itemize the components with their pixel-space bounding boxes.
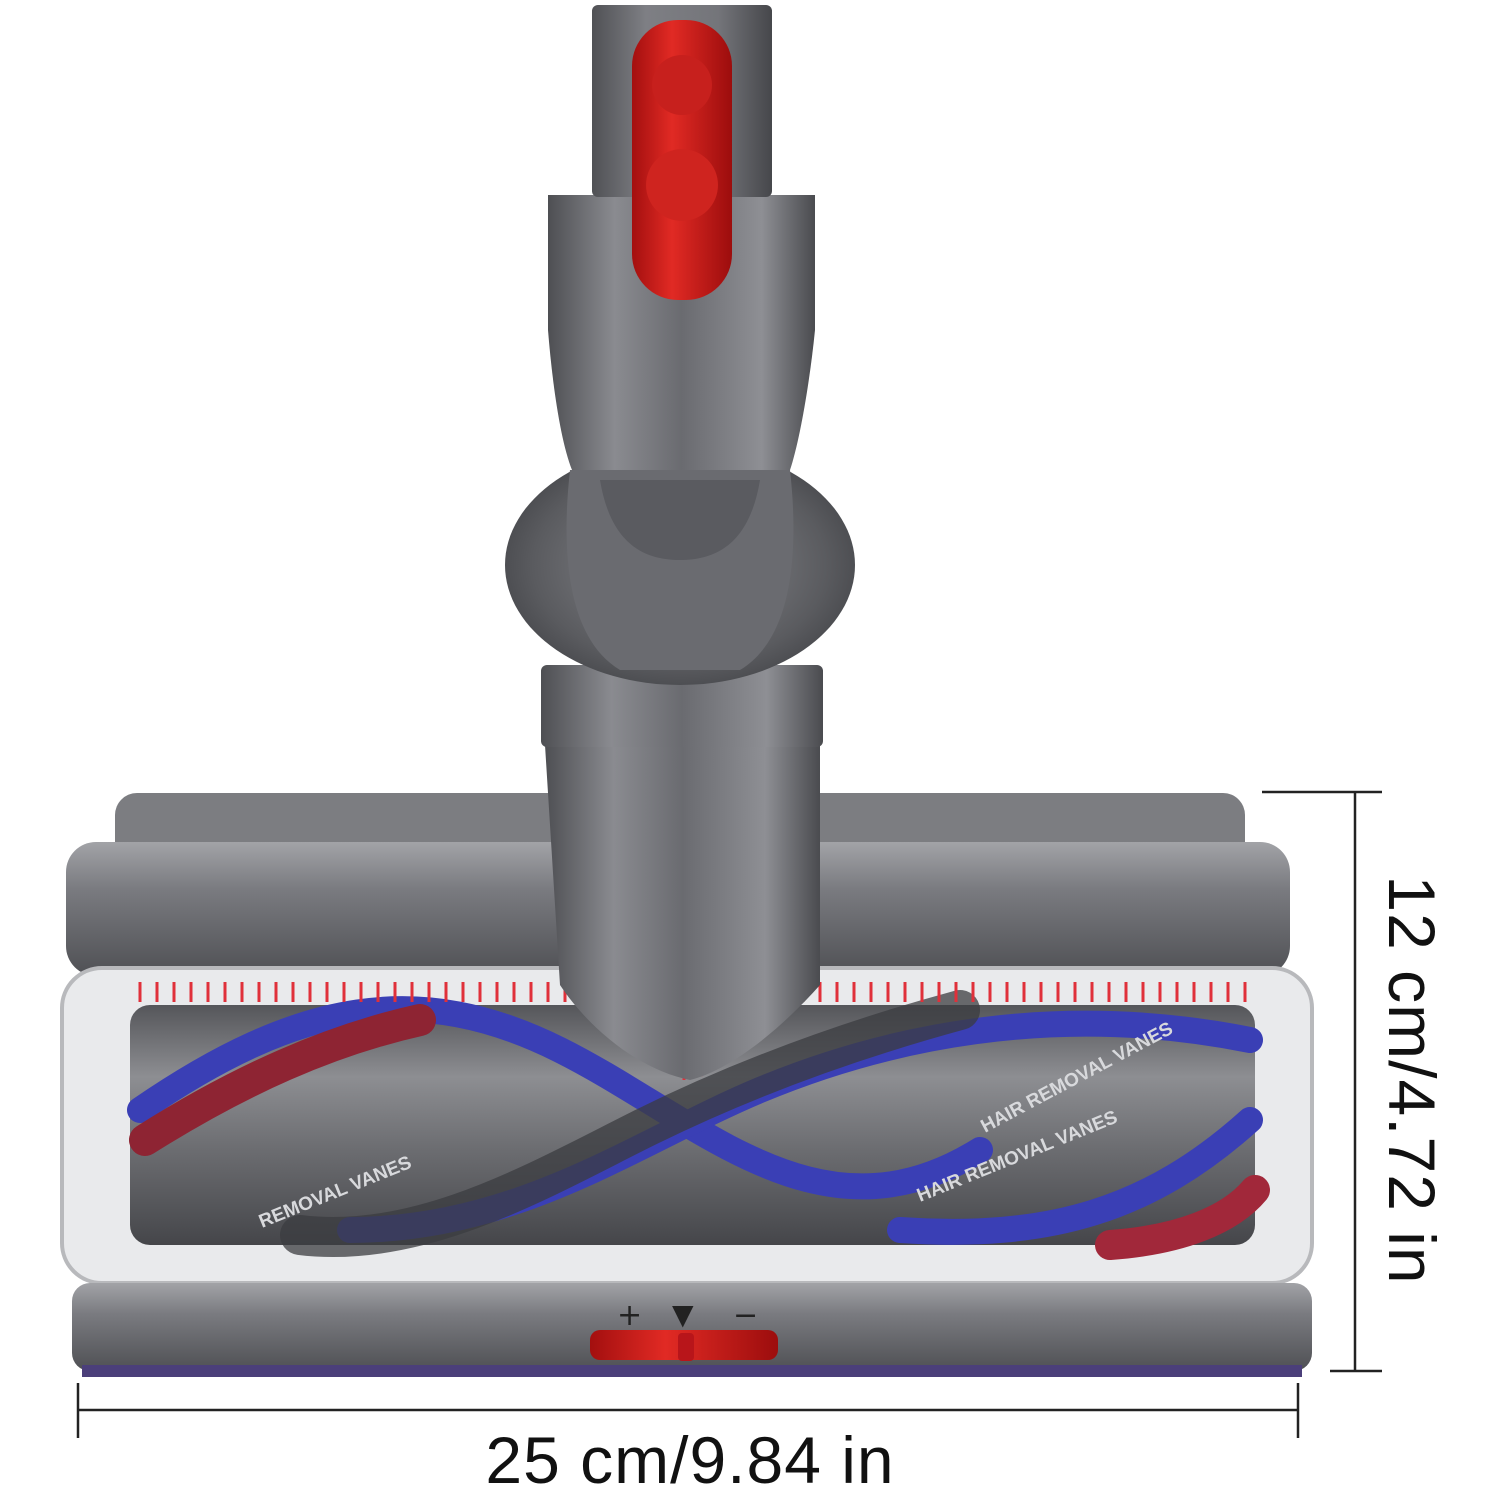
vanes — [127, 990, 1270, 1260]
felt-left — [129, 1004, 436, 1156]
adjuster-plus: + — [617, 1298, 642, 1333]
felt-right — [1095, 1175, 1270, 1260]
release-button-dimple-2 — [646, 149, 718, 221]
release-button-dimple — [652, 55, 712, 115]
joint-socket — [600, 480, 760, 560]
height-dimension — [1262, 790, 1382, 1373]
height-dimension-label: 12 cm/4.72 in — [1375, 875, 1449, 1285]
sole-strip — [82, 1365, 1302, 1377]
adjuster-notch — [678, 1333, 694, 1361]
adjuster-minus: − — [733, 1298, 758, 1333]
vane-left — [127, 996, 993, 1200]
upper-sleeve — [548, 195, 815, 470]
sole-plate — [72, 1283, 1312, 1371]
width-dimension — [76, 1383, 1300, 1438]
neck-collar — [541, 665, 823, 747]
neck-lower — [545, 745, 820, 1080]
bristle-strip — [280, 990, 980, 1258]
width-dimension-label: 25 cm/9.84 in — [485, 1423, 895, 1497]
vane-right-2 — [887, 1107, 1263, 1245]
adjuster-arrow-icon: ▼ — [672, 1298, 694, 1331]
